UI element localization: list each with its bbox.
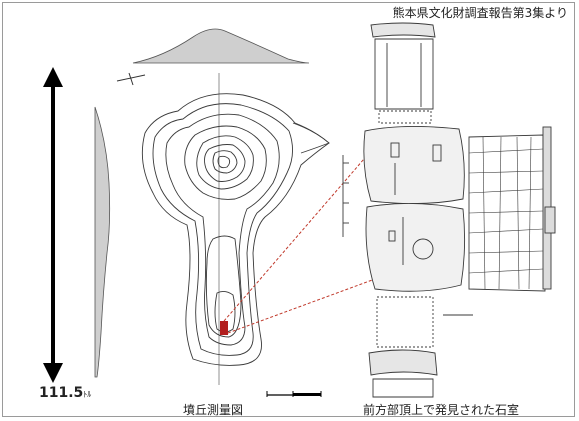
chamber-drawing — [342, 22, 556, 398]
scale-bar — [266, 391, 322, 397]
length-arrow — [43, 67, 63, 383]
chamber-location-marker — [220, 321, 228, 335]
length-label: 111.5ﾄﾙ — [39, 385, 91, 401]
source-note: 熊本県文化財調査報告第3集より — [392, 6, 568, 20]
leader-lines — [223, 136, 384, 334]
length-value: 111.5 — [39, 385, 84, 401]
side-profile — [94, 106, 111, 378]
caption-stone-chamber: 前方部頂上で発見された石室 — [363, 403, 520, 417]
north-mark — [116, 72, 146, 86]
figure-panel: 熊本県文化財調査報告第3集より 111.5ﾄﾙ 墳丘測量図 前方部頂上で発見され… — [2, 2, 575, 417]
mound-diagram — [43, 22, 556, 398]
length-unit: ﾄﾙ — [83, 390, 92, 399]
top-profile — [132, 28, 310, 64]
contour-lines — [141, 93, 330, 366]
caption-mound-survey: 墳丘測量図 — [183, 403, 244, 417]
